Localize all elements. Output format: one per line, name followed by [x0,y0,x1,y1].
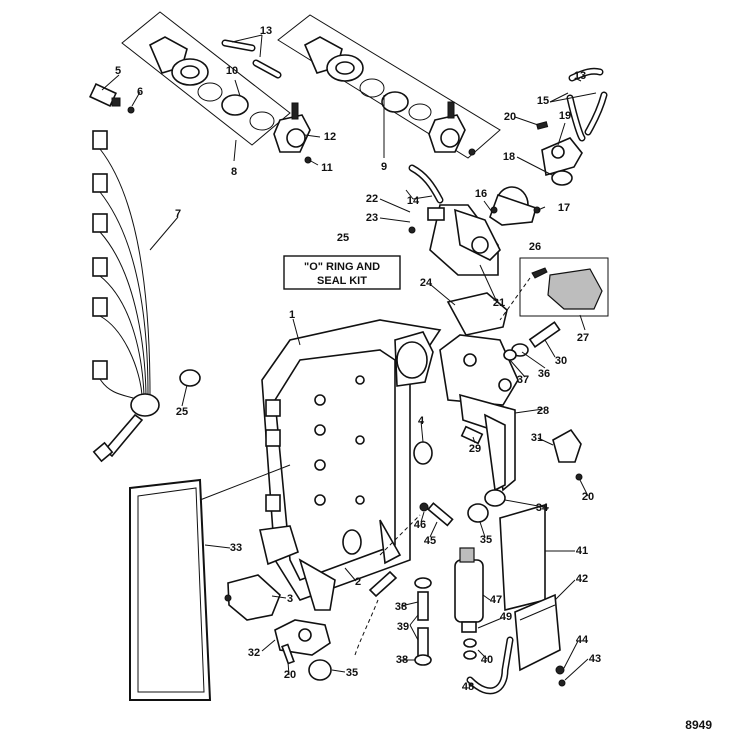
callout-13: 13 [260,25,272,37]
callout-20-top: 20 [504,111,516,123]
callout-19: 19 [559,110,571,122]
bracket-part-28 [439,334,519,492]
callout-46: 46 [414,519,426,531]
callout-23: 23 [366,212,378,224]
fuel-pump-part-47 [454,547,484,633]
harness-part-7 [92,130,201,463]
callout-10: 10 [226,65,238,77]
callout-44: 44 [576,634,589,646]
callout-36: 36 [538,368,550,380]
callout-13-right: 13 [574,70,586,82]
shield-part-41 [499,503,546,612]
kit-label-line1: "O" RING AND [304,261,380,273]
bracket-part-21 [408,204,501,276]
callout-7: 7 [175,208,181,220]
callout-11: 11 [321,162,333,174]
callout-9: 9 [381,161,387,173]
callout-29: 29 [469,443,481,455]
callout-25-left: 25 [176,406,188,418]
o-ring-kit-box [283,255,401,290]
callout-5: 5 [115,65,121,77]
gasket-part-24 [446,292,508,336]
fitting-part-29 [460,425,484,445]
callout-4: 4 [418,415,425,427]
vapor-separator-assembly-left [121,11,312,164]
callout-35-bottom: 35 [346,667,358,679]
callout-27: 27 [577,332,589,344]
bushing-part-34 [484,489,506,507]
callout-26: 26 [529,241,541,253]
callout-41: 41 [576,545,588,557]
cover-part-3 [227,574,281,621]
callout-42: 42 [576,573,588,585]
bushing-part-35a [467,503,489,523]
callout-24: 24 [420,277,433,289]
callout-28: 28 [537,405,549,417]
callout-48: 48 [462,681,474,693]
callout-18: 18 [503,151,515,163]
vapor-separator-assembly-right [277,14,501,159]
callout-17: 17 [558,202,570,214]
callout-22: 22 [366,193,378,205]
callout-6: 6 [137,86,143,98]
callout-25-top: 25 [337,232,349,244]
callout-38-bottom: 38 [396,654,408,666]
callout-labels: 13 5 6 10 12 11 8 9 7 13 15 20 19 18 14 … [115,25,601,693]
callout-37: 37 [517,374,529,386]
callout-31: 31 [531,432,543,444]
callout-2: 2 [355,576,361,588]
bushing-part-35b [308,659,332,681]
callout-38-top: 38 [395,601,407,613]
callout-14: 14 [407,195,420,207]
callout-21: 21 [493,297,505,309]
callout-33: 33 [230,542,242,554]
callout-3: 3 [287,593,293,605]
shield-part-42 [514,593,561,672]
callout-34: 34 [536,502,549,514]
callout-15: 15 [537,95,549,107]
callout-16: 16 [475,188,487,200]
leader-lines [101,34,597,687]
valve-part-31 [552,428,583,481]
callout-35-mid: 35 [480,534,492,546]
callout-45: 45 [424,535,436,547]
bushing-part-4 [413,441,433,465]
callout-12: 12 [324,131,336,143]
callout-20-bottom: 20 [284,669,296,681]
callout-39: 39 [397,621,409,633]
kit-label-line2: SEAL KIT [317,275,367,287]
callout-47: 47 [490,594,502,606]
sensor-part-5 [89,82,135,114]
fitting-part-19 [536,121,583,186]
callout-32: 32 [248,647,260,659]
callout-49: 49 [500,611,512,623]
callout-20-mid: 20 [582,491,594,503]
gasket-part-33 [129,478,212,701]
bolt-part-30 [528,321,561,348]
figure-number: 8949 [685,718,712,732]
regulator-part-17 [489,186,541,226]
callout-8: 8 [231,166,237,178]
detail-box-26 [519,257,609,317]
callout-40: 40 [481,654,493,666]
callout-1: 1 [289,309,295,321]
callout-43: 43 [589,653,601,665]
fuel-plate-part-1 [259,319,442,611]
callout-30: 30 [555,355,567,367]
